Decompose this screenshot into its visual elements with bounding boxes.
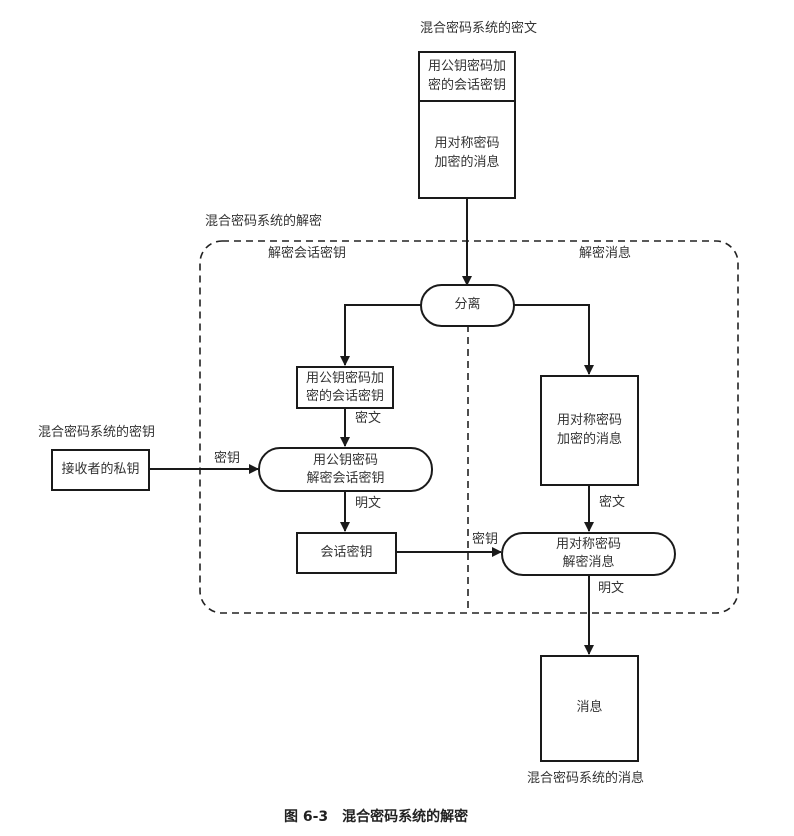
package-encrypted-session-key: 用公钥密码加 密的会话密钥 bbox=[420, 53, 514, 102]
ciphertext-package: 用公钥密码加 密的会话密钥 用对称密码 加密的消息 bbox=[418, 51, 516, 199]
left-section-title: 解密会话密钥 bbox=[268, 246, 347, 261]
package-encrypted-message: 用对称密码 加密的消息 bbox=[434, 135, 500, 170]
session-key-node: 会话密钥 bbox=[296, 532, 397, 574]
edge-label-plaintext-2: 明文 bbox=[598, 581, 625, 596]
arrow-separate-to-session-key bbox=[340, 304, 421, 366]
right-section-title: 解密消息 bbox=[579, 246, 632, 261]
separate-node: 分离 bbox=[420, 284, 515, 327]
ciphertext-package-title: 混合密码系统的密文 bbox=[420, 21, 538, 36]
encrypted-session-key-node: 用公钥密码加 密的会话密钥 bbox=[296, 366, 394, 409]
edge-label-ciphertext-2: 密文 bbox=[599, 495, 626, 510]
decrypt-message-node: 用对称密码 解密消息 bbox=[501, 532, 676, 576]
arrow-separate-to-message bbox=[513, 304, 594, 375]
decryption-region-border bbox=[199, 240, 739, 614]
encrypted-message-node: 用对称密码 加密的消息 bbox=[540, 375, 639, 486]
key-source-title: 混合密码系统的密钥 bbox=[38, 425, 156, 440]
decrypt-session-key-node: 用公钥密码 解密会话密钥 bbox=[258, 447, 433, 492]
edge-label-key-2: 密钥 bbox=[472, 532, 499, 547]
output-title: 混合密码系统的消息 bbox=[527, 771, 645, 786]
private-key-node: 接收者的私钥 bbox=[51, 449, 150, 491]
message-node: 消息 bbox=[540, 655, 639, 762]
edge-label-plaintext-1: 明文 bbox=[355, 496, 382, 511]
edge-label-key-1: 密钥 bbox=[214, 451, 241, 466]
decryption-region-title: 混合密码系统的解密 bbox=[205, 214, 323, 229]
figure-caption: 图 6-3 混合密码系统的解密 bbox=[284, 809, 469, 825]
edge-label-ciphertext-1: 密文 bbox=[355, 411, 382, 426]
